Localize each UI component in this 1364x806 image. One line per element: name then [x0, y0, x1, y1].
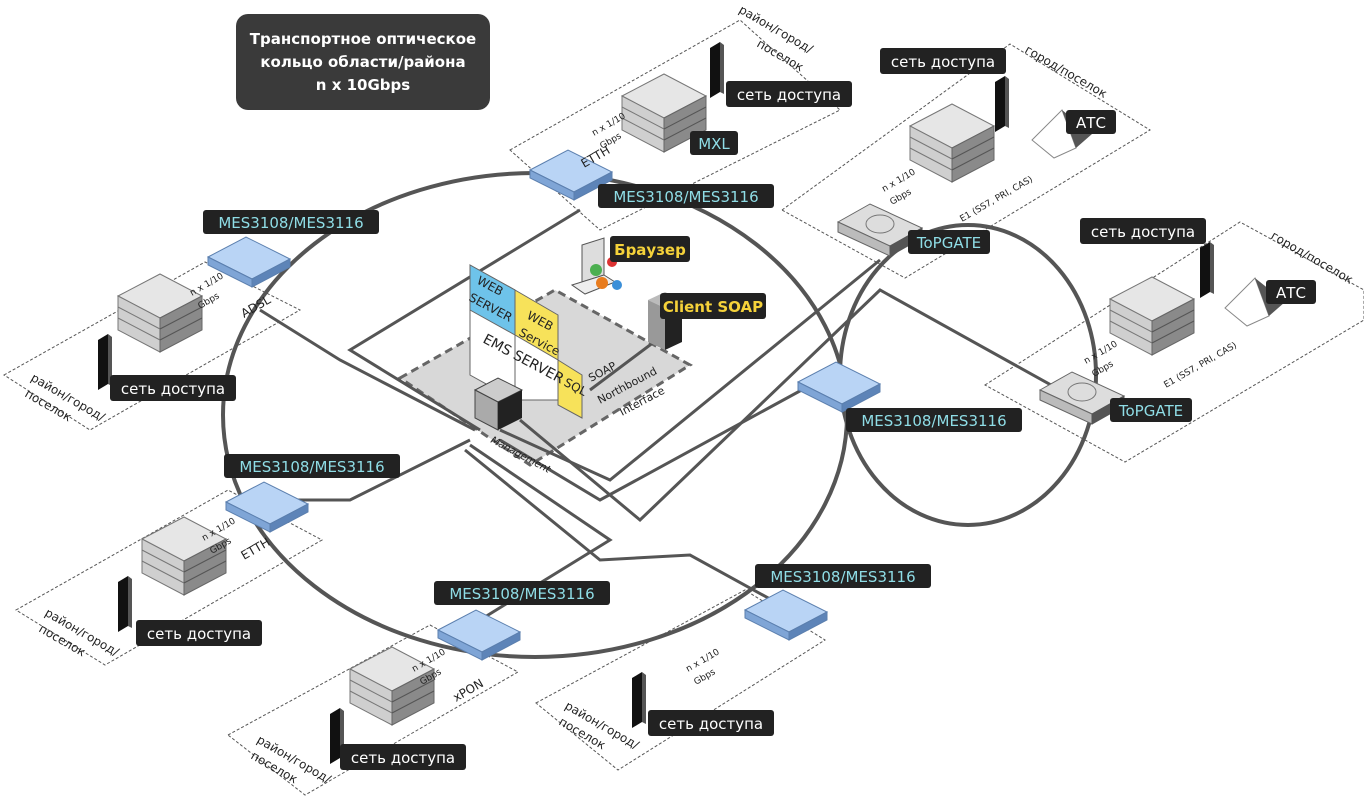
- topgate-label: ToPGATE: [1110, 398, 1192, 422]
- svg-text:сеть доступа: сеть доступа: [147, 625, 251, 643]
- access-network-label: сеть доступа: [136, 620, 262, 646]
- svg-text:АТС: АТС: [1076, 114, 1106, 132]
- switch-label: MES3108/MES3116: [598, 184, 774, 208]
- svg-text:сеть доступа: сеть доступа: [1091, 223, 1195, 241]
- title-box: [236, 14, 490, 110]
- svg-text:ToPGATE: ToPGATE: [1118, 402, 1183, 420]
- mgmt-link: [259, 308, 476, 432]
- access-network-icon: [995, 76, 1009, 132]
- access-network-label: сеть доступа: [340, 744, 466, 770]
- access-network-icon: [118, 576, 132, 632]
- access-network-label: сеть доступа: [880, 48, 1006, 74]
- access-network-icon: [632, 672, 646, 728]
- access-network-icon: [710, 42, 724, 98]
- svg-text:сеть доступа: сеть доступа: [737, 86, 841, 104]
- region-bottom-right: [535, 589, 826, 771]
- access-network-label: сеть доступа: [1080, 218, 1206, 244]
- svg-text:MES3108/MES3116: MES3108/MES3116: [449, 585, 594, 603]
- svg-text:сеть доступа: сеть доступа: [891, 53, 995, 71]
- svg-text:сеть доступа: сеть доступа: [351, 749, 455, 767]
- access-network-icon: [98, 334, 112, 390]
- svg-text:Client SOAP: Client SOAP: [663, 298, 763, 316]
- ems-server-icon: [473, 377, 524, 431]
- atc-label: АТС: [1066, 110, 1116, 134]
- svg-text:MES3108/MES3116: MES3108/MES3116: [861, 412, 1006, 430]
- browser-label: Браузер: [610, 236, 690, 262]
- mgmt-link: [464, 448, 791, 612]
- atc-label: АТС: [1266, 280, 1316, 304]
- mgmt-link: [499, 258, 881, 482]
- svg-text:ToPGATE: ToPGATE: [916, 234, 981, 252]
- svg-text:MES3108/MES3116: MES3108/MES3116: [239, 458, 384, 476]
- access-network-icon: [1200, 242, 1214, 298]
- switch-icon: [797, 361, 881, 413]
- svg-text:MES3108/MES3116: MES3108/MES3116: [770, 568, 915, 586]
- mgmt-link: [519, 288, 1061, 523]
- svg-text:АТС: АТС: [1276, 284, 1306, 302]
- client-soap-label: Client SOAP: [660, 293, 766, 319]
- switch-label: MES3108/MES3116: [203, 210, 379, 234]
- svg-text:MES3108/MES3116: MES3108/MES3116: [613, 188, 758, 206]
- mgmt-link: [499, 378, 821, 502]
- switch-label: MES3108/MES3116: [846, 408, 1022, 432]
- svg-text:MES3108/MES3116: MES3108/MES3116: [218, 214, 363, 232]
- mxl-label: MXL: [690, 131, 738, 155]
- title-line: кольцо области/района: [260, 53, 465, 71]
- svg-text:MXL: MXL: [698, 135, 730, 153]
- mgmt-link: [347, 208, 581, 432]
- svg-text:сеть доступа: сеть доступа: [121, 380, 225, 398]
- title-line: n x 10Gbps: [316, 76, 410, 94]
- switch-label: MES3108/MES3116: [224, 454, 400, 478]
- access-network-label: сеть доступа: [110, 375, 236, 401]
- switch-label: MES3108/MES3116: [434, 581, 610, 605]
- switch-label: MES3108/MES3116: [755, 564, 931, 588]
- topgate-label: ToPGATE: [908, 230, 990, 254]
- svg-text:сеть доступа: сеть доступа: [659, 715, 763, 733]
- ems-server-panel: WEB SERVER WEB Service EMS SERVER SQL: [467, 264, 589, 419]
- access-network-label: сеть доступа: [726, 81, 852, 107]
- title-line: Транспортное оптическое: [250, 30, 476, 48]
- access-network-label: сеть доступа: [648, 710, 774, 736]
- svg-text:Браузер: Браузер: [614, 241, 686, 259]
